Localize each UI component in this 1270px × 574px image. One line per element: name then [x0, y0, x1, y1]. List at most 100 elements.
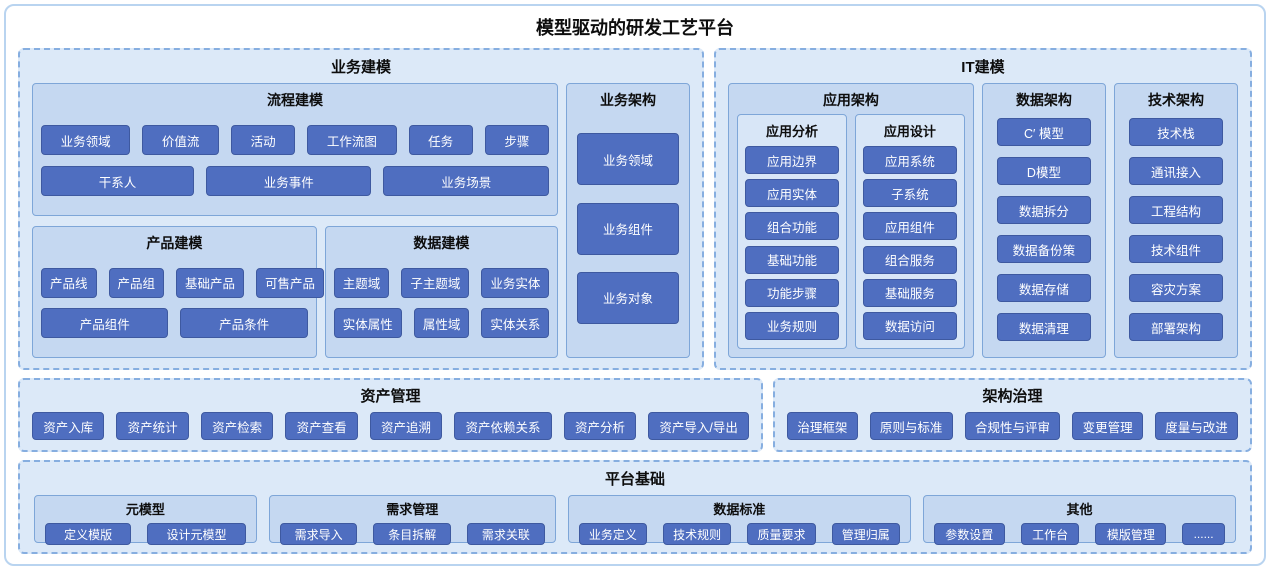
data-architecture-item[interactable]: 数据拆分 — [996, 196, 1091, 224]
data-standards-item[interactable]: 业务定义 — [578, 523, 648, 545]
technical-architecture-item[interactable]: 通讯接入 — [1128, 157, 1223, 185]
meta-model-item[interactable]: 定义模版 — [45, 523, 132, 545]
architecture-governance-item[interactable]: 治理框架 — [787, 412, 858, 440]
process-modeling-item[interactable]: 工作流图 — [307, 125, 397, 156]
business-architecture-item[interactable]: 业务领域 — [576, 133, 679, 186]
requirements-management-items: 需求导入条目拆解需求关联 — [279, 523, 545, 545]
panel-data-standards: 数据标准 业务定义技术规则质量要求管理归属 — [567, 495, 911, 545]
architecture-governance-item[interactable]: 变更管理 — [1072, 412, 1143, 440]
application-architecture-title: 应用架构 — [822, 92, 879, 108]
process-modeling-title: 流程建模 — [266, 92, 323, 108]
business-architecture-item[interactable]: 业务对象 — [576, 271, 679, 324]
requirements-item[interactable]: 需求关联 — [467, 523, 545, 545]
asset-management-item[interactable]: 资产入库 — [32, 412, 105, 440]
asset-management-item[interactable]: 资产检索 — [200, 412, 274, 440]
requirements-item[interactable]: 条目拆解 — [373, 523, 452, 545]
top-row: 业务建模 流程建模 业务领域价值流活动工作流图任务步骤 干系人业务事件业务场景 … — [18, 48, 1252, 370]
process-modeling-item[interactable]: 步骤 — [484, 125, 549, 156]
data-standards-item[interactable]: 技术规则 — [663, 523, 732, 545]
process-modeling-item[interactable]: 价值流 — [142, 125, 219, 156]
process-modeling-row1: 业务领域价值流活动工作流图任务步骤 — [41, 125, 549, 156]
panel-process-modeling: 流程建模 业务领域价值流活动工作流图任务步骤 干系人业务事件业务场景 — [32, 83, 558, 217]
process-modeling-rows: 业务领域价值流活动工作流图任务步骤 干系人业务事件业务场景 — [41, 114, 549, 207]
architecture-governance-items: 治理框架原则与标准合规性与评审变更管理度量与改进 — [787, 410, 1238, 442]
data-standards-items: 业务定义技术规则质量要求管理归属 — [578, 523, 900, 545]
data-architecture-item[interactable]: 数据备份策 — [996, 235, 1091, 263]
business-architecture-item[interactable]: 业务组件 — [576, 202, 679, 255]
data-architecture-item[interactable]: D模型 — [996, 157, 1091, 185]
panel-others: 其他 参数设置工作台模版管理...... — [922, 495, 1236, 545]
application-design-item[interactable]: 组合服务 — [862, 245, 957, 274]
data-standards-item[interactable]: 质量要求 — [747, 523, 816, 545]
requirements-item[interactable]: 需求导入 — [279, 523, 358, 545]
it-modeling-body: 应用架构 应用分析 应用边界应用实体组合功能基础功能功能步骤业务规则 应用设计 … — [727, 83, 1238, 358]
application-analysis-item[interactable]: 应用边界 — [744, 146, 839, 174]
data-modeling-item[interactable]: 实体关系 — [481, 308, 550, 339]
asset-management-item[interactable]: 资产追溯 — [369, 412, 443, 440]
architecture-governance-item[interactable]: 合规性与评审 — [964, 412, 1061, 440]
application-design-item[interactable]: 基础服务 — [862, 278, 957, 307]
technical-architecture-item[interactable]: 部署架构 — [1128, 313, 1223, 341]
application-design-items: 应用系统子系统应用组件组合服务基础服务数据访问 — [862, 146, 957, 340]
technical-architecture-item[interactable]: 容灾方案 — [1128, 274, 1223, 302]
application-design-item[interactable]: 应用组件 — [862, 212, 957, 241]
others-item[interactable]: 模版管理 — [1095, 523, 1167, 545]
data-standards-item[interactable]: 管理归属 — [831, 523, 900, 545]
product-modeling-item[interactable]: 产品组件 — [41, 308, 169, 339]
others-items: 参数设置工作台模版管理...... — [933, 523, 1225, 545]
data-architecture-item[interactable]: C′ 模型 — [996, 118, 1091, 146]
architecture-governance-item[interactable]: 度量与改进 — [1154, 412, 1238, 440]
product-modeling-item[interactable]: 产品条件 — [180, 308, 308, 339]
asset-management-item[interactable]: 资产查看 — [285, 412, 358, 440]
process-modeling-item[interactable]: 任务 — [408, 125, 473, 156]
technical-architecture-title: 技术架构 — [1147, 92, 1204, 108]
data-modeling-item[interactable]: 主题域 — [333, 267, 390, 298]
technical-architecture-item[interactable]: 技术组件 — [1128, 235, 1223, 263]
product-modeling-item[interactable]: 产品线 — [41, 267, 97, 298]
application-design-item[interactable]: 应用系统 — [862, 146, 957, 174]
application-analysis-item[interactable]: 业务规则 — [744, 311, 839, 340]
product-modeling-rows: 产品线产品组基础产品可售产品 产品组件产品条件 — [41, 257, 325, 349]
subpanel-application-design: 应用设计 应用系统子系统应用组件组合服务基础服务数据访问 — [854, 114, 965, 349]
asset-management-item[interactable]: 资产分析 — [563, 412, 637, 440]
data-architecture-item[interactable]: 数据清理 — [996, 313, 1091, 341]
application-analysis-item[interactable]: 基础功能 — [744, 245, 839, 274]
technical-architecture-item[interactable]: 技术栈 — [1128, 118, 1223, 146]
process-modeling-item[interactable]: 干系人 — [41, 166, 194, 197]
process-modeling-item[interactable]: 业务事件 — [205, 166, 372, 197]
asset-management-item[interactable]: 资产依赖关系 — [454, 412, 552, 440]
others-item[interactable]: 参数设置 — [933, 523, 1005, 545]
process-modeling-item[interactable]: 活动 — [231, 125, 296, 156]
others-item[interactable]: 工作台 — [1020, 523, 1080, 545]
technical-architecture-item[interactable]: 工程结构 — [1128, 196, 1223, 224]
process-modeling-item[interactable]: 业务领域 — [41, 125, 131, 156]
product-modeling-item[interactable]: 基础产品 — [176, 267, 245, 298]
meta-model-item[interactable]: 设计元模型 — [147, 523, 246, 545]
architecture-governance-title: 架构治理 — [982, 388, 1043, 405]
data-modeling-item[interactable]: 业务实体 — [481, 267, 550, 298]
data-modeling-item[interactable]: 实体属性 — [333, 308, 402, 339]
application-analysis-item[interactable]: 功能步骤 — [744, 278, 839, 307]
section-business-modeling: 业务建模 流程建模 业务领域价值流活动工作流图任务步骤 干系人业务事件业务场景 … — [18, 48, 704, 370]
data-modeling-title: 数据建模 — [413, 235, 470, 252]
data-modeling-item[interactable]: 子主题域 — [401, 267, 470, 298]
asset-management-item[interactable]: 资产导入/导出 — [648, 412, 750, 440]
asset-management-items: 资产入库资产统计资产检索资产查看资产追溯资产依赖关系资产分析资产导入/导出 — [32, 410, 750, 442]
application-analysis-item[interactable]: 应用实体 — [744, 179, 839, 208]
application-design-title: 应用设计 — [883, 124, 936, 139]
business-architecture-items: 业务领域业务组件业务对象 — [575, 114, 681, 349]
application-analysis-item[interactable]: 组合功能 — [744, 212, 839, 241]
data-modeling-item[interactable]: 属性域 — [413, 308, 470, 339]
others-item[interactable]: ...... — [1182, 523, 1225, 545]
process-modeling-item[interactable]: 业务场景 — [383, 166, 549, 197]
application-design-item[interactable]: 子系统 — [862, 179, 957, 208]
meta-model-title: 元模型 — [125, 502, 165, 517]
subpanel-application-analysis: 应用分析 应用边界应用实体组合功能基础功能功能步骤业务规则 — [736, 114, 847, 349]
architecture-governance-item[interactable]: 原则与标准 — [869, 412, 953, 440]
asset-management-item[interactable]: 资产统计 — [116, 412, 189, 440]
data-architecture-item[interactable]: 数据存储 — [996, 274, 1091, 302]
application-design-item[interactable]: 数据访问 — [862, 311, 957, 340]
requirements-management-title: 需求管理 — [386, 502, 439, 517]
product-modeling-item[interactable]: 产品组 — [108, 267, 165, 298]
product-modeling-item[interactable]: 可售产品 — [256, 267, 325, 298]
